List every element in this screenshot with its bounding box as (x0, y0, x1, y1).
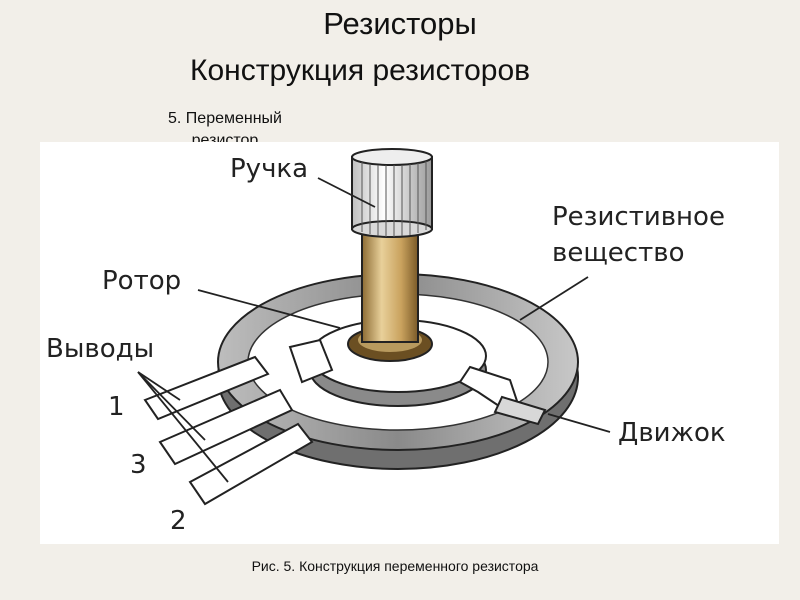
resistor-diagram: Ручка Резистивное вещество Ротор Выводы … (40, 142, 779, 544)
label-terminal-3: 3 (130, 450, 147, 480)
knob (351, 148, 433, 238)
page-subtitle: Конструкция резисторов (190, 54, 531, 87)
resistor-drawing (137, 148, 611, 506)
label-terminals: Выводы (46, 334, 155, 364)
label-knob: Ручка (230, 154, 309, 184)
label-terminal-2: 2 (170, 506, 187, 536)
terminal-legs (143, 355, 314, 506)
label-rotor: Ротор (102, 266, 182, 296)
leader-lines (137, 177, 611, 483)
label-resistive-2: вещество (552, 238, 685, 268)
page-title: Резисторы (323, 6, 477, 41)
figure-caption: Рис. 5. Конструкция переменного резистор… (251, 558, 539, 574)
label-wiper: Движок (618, 418, 726, 448)
label-terminal-1: 1 (108, 392, 125, 422)
label-resistive-1: Резистивное (552, 202, 725, 232)
